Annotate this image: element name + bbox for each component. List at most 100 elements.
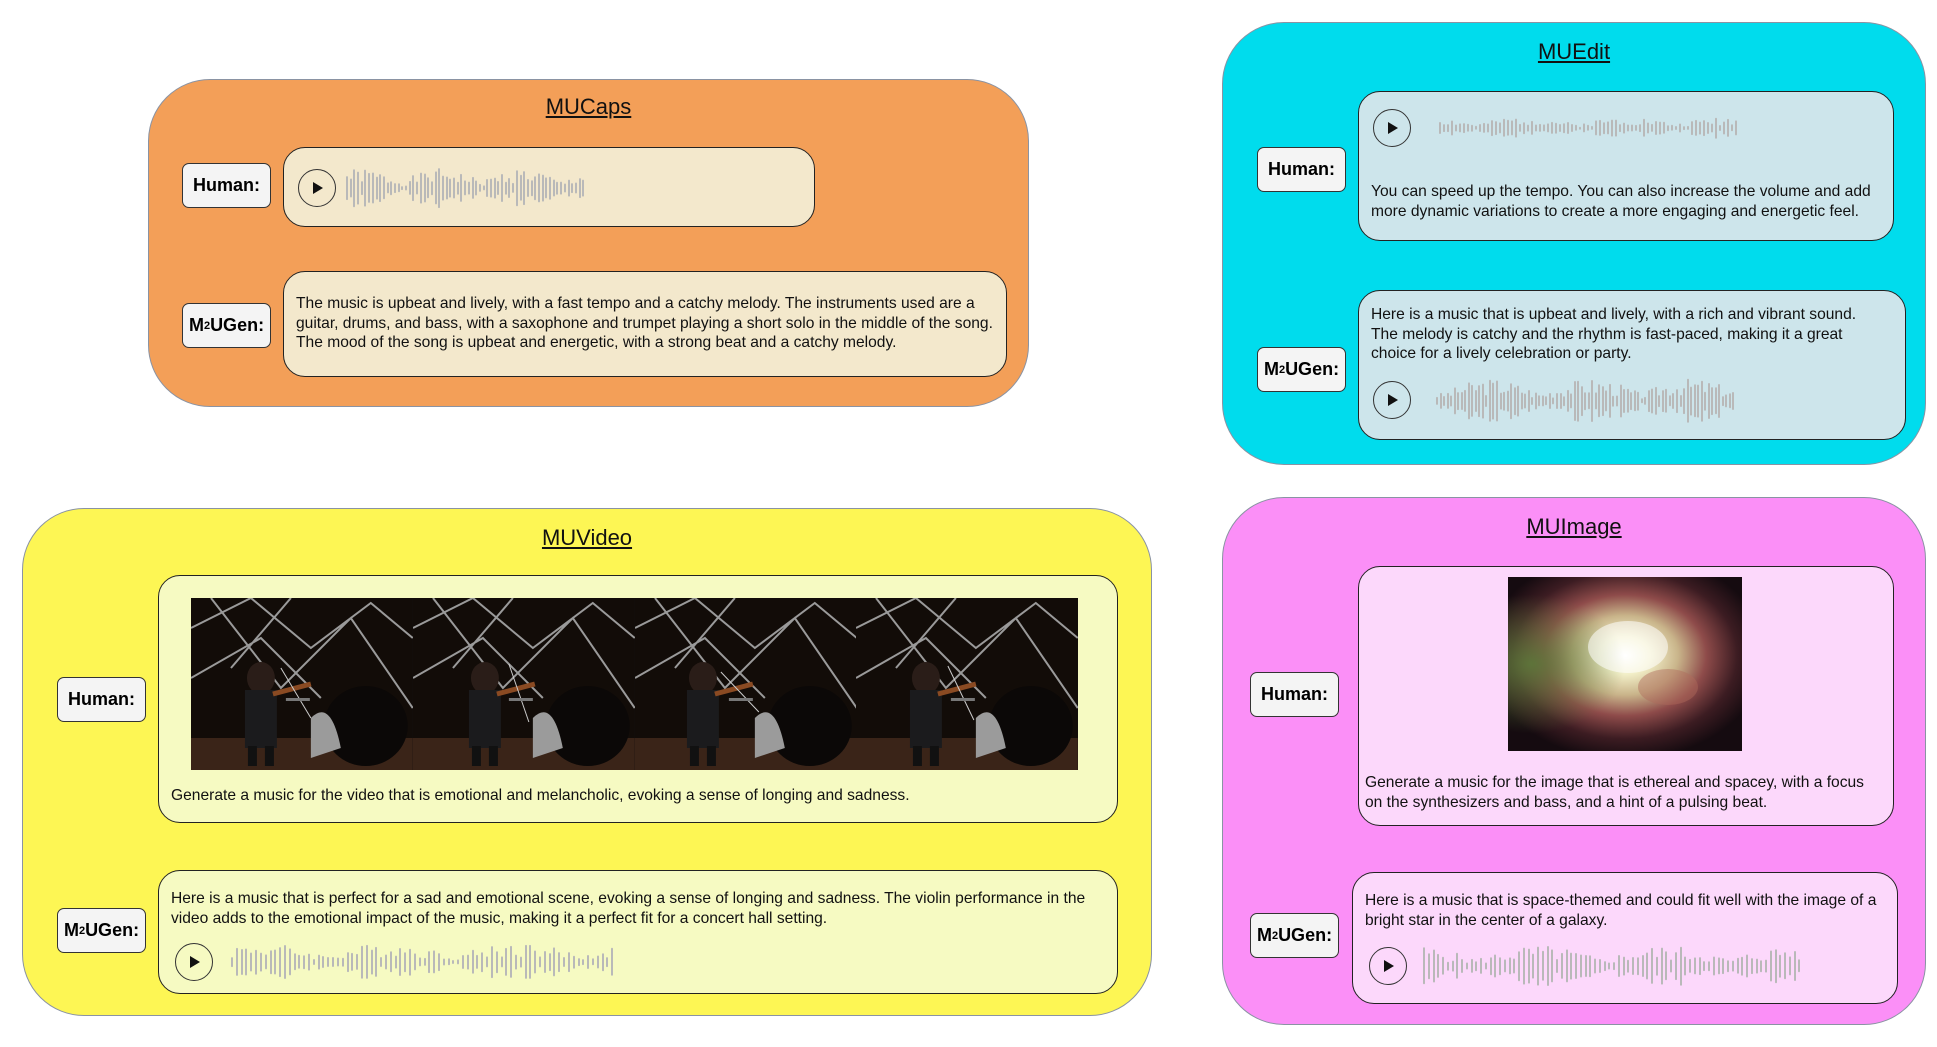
- waveform-bar: [322, 956, 325, 968]
- waveform-bar: [563, 956, 566, 968]
- waveform-bar: [1627, 124, 1629, 132]
- waveform-bar: [1665, 951, 1668, 981]
- video-frames: [191, 598, 1078, 770]
- waveform-bar: [1784, 952, 1786, 980]
- waveform-bar: [1520, 392, 1523, 410]
- waveform-bar: [404, 952, 407, 972]
- panel-title-muimage: MUImage: [1526, 514, 1622, 539]
- waveform-bar: [382, 176, 385, 200]
- waveform-bar: [442, 958, 445, 966]
- waveform-bar: [386, 182, 389, 194]
- waveform-bar: [1563, 123, 1565, 133]
- waveform-bar: [577, 958, 580, 966]
- video-frame: [191, 598, 413, 770]
- waveform-bar: [457, 959, 460, 965]
- play-button[interactable]: [1373, 381, 1411, 419]
- waveform-bar: [1534, 392, 1537, 410]
- waveform-bar: [1459, 123, 1461, 133]
- waveform-bar: [523, 171, 526, 205]
- waveform-bar: [1442, 956, 1444, 976]
- waveform-bar: [1570, 952, 1573, 980]
- waveform-bar: [401, 186, 404, 190]
- waveform-bar: [394, 183, 396, 193]
- waveform-bar: [412, 175, 415, 201]
- waveform-bar: [250, 952, 253, 972]
- waveform-bar: [574, 182, 577, 194]
- waveform-bar: [1635, 124, 1637, 132]
- waveform-bar: [1651, 388, 1654, 414]
- play-button[interactable]: [298, 169, 336, 207]
- waveform-bar: [1461, 959, 1463, 973]
- waveform-bar: [1711, 123, 1713, 133]
- waveform-bar: [1432, 949, 1435, 983]
- waveform-bar: [1510, 383, 1513, 419]
- waveform-bar: [486, 956, 489, 968]
- play-button[interactable]: [1373, 109, 1411, 147]
- waveform-bar: [283, 945, 286, 979]
- waveform-bar: [364, 169, 367, 207]
- waveform-bar: [1446, 961, 1449, 971]
- waveform-bar: [495, 951, 498, 973]
- waveform-bar: [1605, 390, 1608, 412]
- waveform-bar: [1644, 396, 1647, 406]
- request-text: You can speed up the tempo. You can also…: [1371, 183, 1871, 220]
- waveform-bar: [1608, 383, 1611, 419]
- waveform-bar: [571, 183, 574, 193]
- waveform-bar: [1551, 949, 1554, 983]
- waveform-bar: [385, 954, 387, 970]
- waveform-bar: [1725, 394, 1728, 408]
- video-frame: [856, 598, 1078, 770]
- waveform-bar: [1750, 958, 1753, 974]
- waveform-bar: [445, 176, 448, 200]
- waveform-bar: [1731, 124, 1733, 132]
- waveform-bar: [231, 957, 233, 967]
- request-text: Generate a music for the video that is e…: [171, 787, 910, 804]
- waveform-bar: [475, 180, 478, 196]
- waveform-bar: [1587, 124, 1589, 132]
- waveform-bar: [500, 956, 503, 968]
- waveform-bar: [1703, 120, 1705, 136]
- waveform-bar: [524, 944, 527, 980]
- waveform-bar: [476, 954, 479, 970]
- waveform-bar: [1567, 121, 1569, 135]
- audio-waveform: [231, 939, 631, 985]
- waveform-bar: [567, 952, 570, 972]
- waveform-bar: [346, 176, 348, 200]
- waveform-bar: [1659, 121, 1661, 135]
- waveform-bar: [1599, 119, 1601, 137]
- waveform-bar: [1672, 392, 1675, 410]
- waveform-bar: [549, 176, 552, 200]
- waveform-bar: [1499, 392, 1502, 410]
- waveform-bar: [434, 171, 437, 205]
- waveform-bar: [356, 953, 359, 971]
- human-image-text-bubble: Generate a music for the image that is e…: [1358, 566, 1894, 826]
- waveform-bar: [416, 181, 419, 195]
- waveform-bar: [1686, 378, 1689, 424]
- waveform-bar: [430, 181, 433, 195]
- waveform-bar: [1679, 946, 1682, 986]
- waveform-bar: [596, 955, 599, 969]
- waveform-bar: [1632, 957, 1634, 975]
- waveform-bar: [423, 957, 426, 967]
- waveform-bar: [1616, 395, 1618, 407]
- waveform-bar: [1470, 958, 1473, 974]
- play-button[interactable]: [1369, 947, 1407, 985]
- waveform-bar: [346, 952, 349, 972]
- waveform-bar: [317, 954, 320, 970]
- waveform-bar: [1478, 385, 1481, 417]
- waveform-bar: [1774, 949, 1777, 983]
- waveform-bar: [1437, 953, 1440, 979]
- waveform-bar: [560, 181, 563, 195]
- waveform-bar: [601, 953, 604, 971]
- waveform-bar: [1571, 124, 1573, 132]
- waveform-bar: [1518, 951, 1520, 981]
- waveform-bar: [1506, 390, 1509, 412]
- waveform-bar: [1707, 383, 1710, 419]
- waveform-bar: [1589, 955, 1592, 977]
- waveform-bar: [405, 185, 408, 191]
- m2ugen-text-bubble: The music is upbeat and lively, with a f…: [283, 271, 1007, 377]
- play-button[interactable]: [175, 943, 213, 981]
- waveform-bar: [1450, 395, 1453, 407]
- waveform-bar: [1697, 384, 1700, 418]
